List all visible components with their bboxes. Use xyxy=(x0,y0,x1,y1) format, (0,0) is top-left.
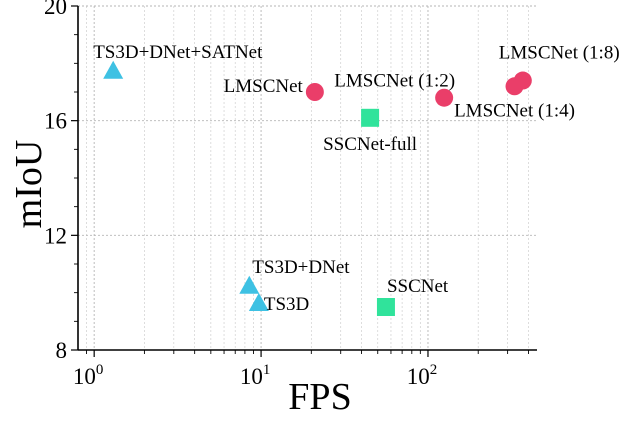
point-label: LMSCNet xyxy=(224,76,304,97)
point-marker-circle xyxy=(435,88,454,107)
data-points xyxy=(103,60,532,316)
y-axis-title: mIoU xyxy=(8,140,50,229)
point-label: SSCNet xyxy=(387,276,449,297)
point-label: LMSCNet (1:8) xyxy=(499,43,620,64)
x-tick-label: 100 xyxy=(73,362,104,389)
x-tick-label: 101 xyxy=(240,362,271,389)
point-label: LMSCNet (1:4) xyxy=(454,100,575,121)
point-marker-circle xyxy=(513,71,532,90)
point-marker-triangle xyxy=(248,292,269,311)
point-label: TS3D xyxy=(264,294,309,315)
point-label: LMSCNet (1:2) xyxy=(334,71,455,92)
point-label: SSCNet-full xyxy=(323,134,417,155)
y-tick-label: 8 xyxy=(56,338,68,363)
point-marker-circle xyxy=(305,83,324,101)
y-tick-label: 12 xyxy=(44,223,67,248)
y-tick-label: 16 xyxy=(44,109,67,134)
point-marker-square xyxy=(376,298,395,316)
x-axis-title: FPS xyxy=(288,376,351,418)
point-label: TS3D+DNet xyxy=(252,257,350,278)
y-tick-label: 20 xyxy=(44,0,67,19)
point-label: TS3D+DNet+SATNet xyxy=(93,42,263,63)
x-tick-label: 102 xyxy=(407,362,438,389)
point-marker-triangle xyxy=(239,275,260,294)
grid xyxy=(78,5,537,351)
point-marker-square xyxy=(361,108,380,127)
point-marker-triangle xyxy=(103,60,124,79)
ticks: 100 101 102 8 12 16 20 xyxy=(44,0,529,389)
